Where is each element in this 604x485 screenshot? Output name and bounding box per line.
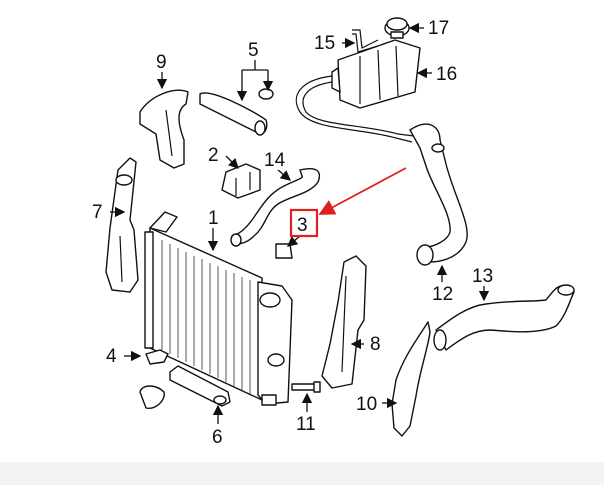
upper-hose-part-12 <box>409 123 468 266</box>
callout-13: 13 <box>472 266 493 287</box>
callout-3: 3 <box>297 215 308 236</box>
callout-12: 12 <box>432 284 453 305</box>
callout-8: 8 <box>370 334 381 355</box>
radiator-part-1 <box>144 211 293 406</box>
reservoir-part-16 <box>331 39 421 109</box>
shroud-part-8 <box>321 255 367 389</box>
highlight-arrow <box>318 167 407 215</box>
bracket-part-7 <box>105 157 139 293</box>
cover-part-4 <box>145 349 169 365</box>
bracket-part-2 <box>221 163 261 199</box>
callout-17: 17 <box>428 18 449 39</box>
callout-7: 7 <box>92 202 103 223</box>
overflow-hose-part-15 <box>295 29 415 143</box>
callout-10: 10 <box>356 394 377 415</box>
cap-part-17 <box>384 17 410 39</box>
bolt-part-11 <box>291 381 321 393</box>
highlight-box <box>289 208 319 238</box>
callout-15: 15 <box>314 33 335 54</box>
callout-16: 16 <box>436 64 457 85</box>
shield-part-5 <box>199 88 274 136</box>
parts-diagram: 1 2 3 4 5 6 7 8 9 10 11 12 13 14 15 16 1… <box>92 17 575 448</box>
air-guide-part-10 <box>391 321 431 437</box>
callout-9: 9 <box>156 52 167 73</box>
clip-part-3 <box>275 243 293 259</box>
diagram-svg: 1 2 3 4 5 6 7 8 9 10 11 12 13 14 15 16 1… <box>92 17 575 448</box>
callout-5: 5 <box>248 40 259 61</box>
hose-part-14 <box>230 168 321 247</box>
callout-1: 1 <box>208 208 219 229</box>
callout-6: 6 <box>212 427 223 448</box>
callout-2: 2 <box>208 145 219 166</box>
callout-14: 14 <box>264 150 286 171</box>
leader-lines <box>110 22 490 424</box>
bracket-part-6 <box>139 365 231 409</box>
lower-hose-part-13 <box>433 284 575 351</box>
callout-11: 11 <box>296 414 316 435</box>
callout-4: 4 <box>106 346 117 367</box>
footer-band <box>0 462 604 485</box>
bracket-part-9 <box>139 89 189 169</box>
